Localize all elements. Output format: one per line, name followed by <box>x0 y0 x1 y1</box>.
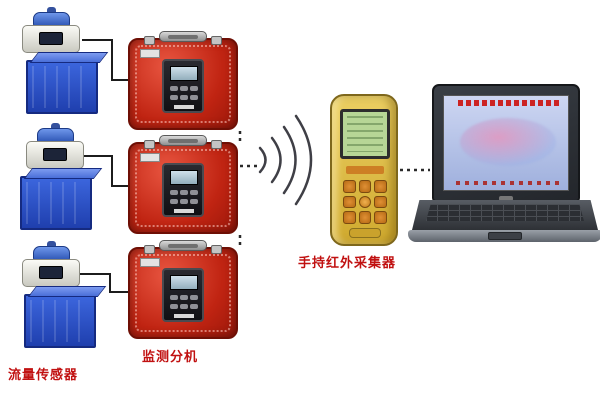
laptop-logo <box>499 196 513 201</box>
label-flow-sensor: 流量传感器 <box>8 368 79 383</box>
panel-label-strip <box>174 209 194 213</box>
panel-screen <box>170 66 198 81</box>
sensor-body <box>26 141 84 169</box>
keypad-center-button <box>358 195 372 209</box>
panel-keypad <box>170 295 198 311</box>
control-panel <box>162 163 204 217</box>
monitor-unit-2 <box>128 135 238 234</box>
label-handheld-collector: 手持红外采集器 <box>298 256 397 271</box>
keypad-button <box>358 211 372 224</box>
flow-sensor-unit-3 <box>10 241 114 358</box>
name-plate <box>140 49 160 58</box>
label-monitor-unit: 监测分机 <box>142 350 199 365</box>
keypad-button <box>374 180 387 193</box>
panel-keypad <box>170 86 198 102</box>
laptop-keyboard <box>426 204 584 221</box>
control-panel <box>162 268 204 322</box>
storage-tank-icon <box>20 176 92 230</box>
name-plate <box>140 258 160 267</box>
handheld-lcd-screen <box>340 109 390 159</box>
laptop-computer <box>408 84 600 246</box>
software-status-text <box>456 181 562 185</box>
sensor-body <box>22 259 80 287</box>
sensor-display <box>39 32 63 45</box>
case-handle <box>159 240 207 251</box>
keypad-button <box>358 180 372 193</box>
flow-sensor-icon <box>20 123 92 180</box>
panel-label-strip <box>174 314 194 318</box>
case-handle <box>159 31 207 42</box>
panel-label-strip <box>174 105 194 109</box>
case-latch <box>211 140 222 149</box>
storage-tank-icon <box>24 294 96 348</box>
sensor-body <box>22 25 80 53</box>
sensor-display <box>39 266 63 279</box>
keypad-button <box>374 211 387 224</box>
sensor-knob <box>47 241 56 248</box>
flow-sensor-icon <box>16 7 88 64</box>
handheld-keypad <box>343 180 387 224</box>
sensor-display <box>43 148 67 161</box>
laptop-screen-bezel <box>432 84 580 202</box>
case-latch <box>211 245 222 254</box>
laptop-touchpad <box>488 232 522 240</box>
handheld-label-strip <box>346 166 384 174</box>
case-latch <box>144 140 155 149</box>
keypad-button <box>374 195 387 209</box>
control-panel <box>162 59 204 113</box>
laptop-display <box>443 95 569 191</box>
case-latch <box>144 245 155 254</box>
case-handle <box>159 135 207 146</box>
monitor-unit-3 <box>128 240 238 339</box>
panel-screen <box>170 170 198 185</box>
flow-sensor-unit-2 <box>12 123 116 240</box>
name-plate <box>140 153 160 162</box>
keypad-button <box>343 180 356 193</box>
storage-tank-icon <box>26 60 98 114</box>
case-latch <box>211 36 222 45</box>
panel-screen <box>170 275 198 290</box>
panel-keypad <box>170 190 198 206</box>
handheld-collector-device <box>330 94 398 246</box>
software-title-text <box>458 100 560 106</box>
case-latch <box>144 36 155 45</box>
handheld-bottom-port <box>349 228 381 238</box>
software-graphic <box>460 118 556 166</box>
sensor-knob <box>47 7 56 14</box>
wifi-arcs-icon <box>258 114 313 206</box>
flow-sensor-unit-1 <box>12 7 116 124</box>
sensor-knob <box>51 123 60 130</box>
keypad-button <box>343 211 356 224</box>
monitor-unit-1 <box>128 31 238 130</box>
keypad-button <box>343 195 356 209</box>
